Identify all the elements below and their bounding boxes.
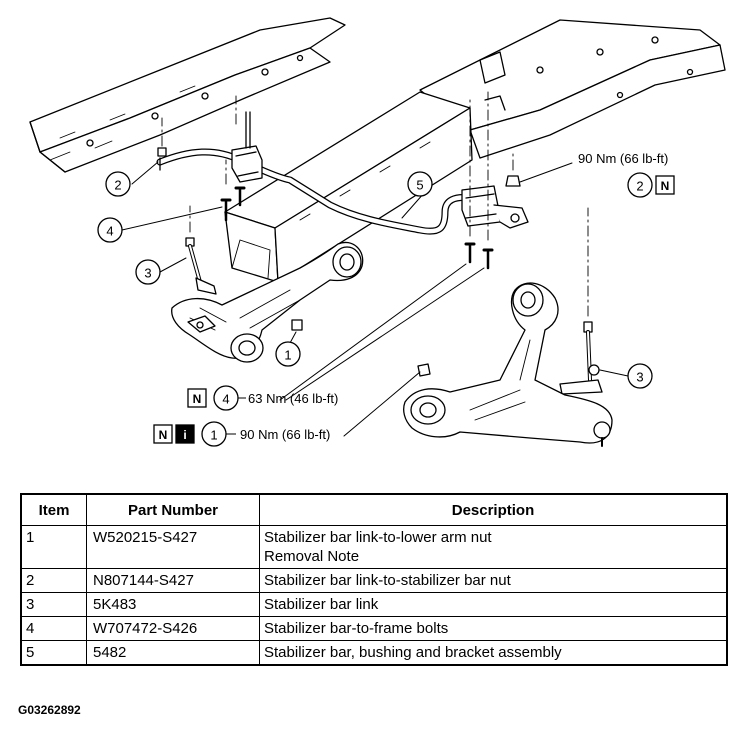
callout-item-5: 5 <box>407 171 433 197</box>
right-bushing-bracket <box>461 185 529 229</box>
nuts <box>157 147 521 377</box>
svg-text:4: 4 <box>222 392 229 407</box>
svg-text:3: 3 <box>144 266 151 281</box>
stabilizer-bar <box>156 148 474 235</box>
figure-id: G03262892 <box>18 703 81 717</box>
center-lines <box>161 91 589 317</box>
row-description: Stabilizer bar-to-frame bolts <box>259 616 728 641</box>
torque-callout-item-2: 90 Nm (66 lb-ft) 2 N <box>578 151 675 198</box>
svg-text:5: 5 <box>416 178 423 193</box>
torque-callout-item-4: N 4 63 Nm (46 lb-ft) <box>187 385 338 411</box>
row-item: 5 <box>20 640 87 666</box>
left-bushing-bracket <box>231 111 263 183</box>
right-stabilizer-link <box>559 321 603 395</box>
leader-lines <box>121 161 629 437</box>
left-frame-rail <box>29 17 346 173</box>
table-row: 4 W707472-S426 Stabilizer bar-to-frame b… <box>20 616 728 641</box>
left-lower-arm <box>171 241 364 363</box>
svg-text:2: 2 <box>636 179 643 194</box>
frame-bolts <box>220 186 494 270</box>
row-part-number: W520215-S427 <box>86 525 260 569</box>
header-item: Item <box>20 493 87 526</box>
row-item: 2 <box>20 568 87 593</box>
table-row: 1 W520215-S427 Stabilizer bar link-to-lo… <box>20 525 728 569</box>
parts-table: Item Part Number Description 1 W520215-S… <box>20 493 728 666</box>
torque-callout-item-1: N i 1 90 Nm (66 lb-ft) <box>153 421 330 447</box>
row-description: Stabilizer bar link <box>259 592 728 617</box>
header-part-number: Part Number <box>86 493 260 526</box>
description-line: Stabilizer bar link-to-lower arm nut <box>264 529 492 546</box>
row-part-number: 5482 <box>86 640 260 666</box>
svg-text:90 Nm (66 lb-ft): 90 Nm (66 lb-ft) <box>240 427 330 442</box>
svg-text:3: 3 <box>636 370 643 385</box>
crossmember <box>224 91 473 283</box>
table-row: 5 5482 Stabilizer bar, bushing and brack… <box>20 640 728 666</box>
table-row: 3 5K483 Stabilizer bar link <box>20 592 728 617</box>
svg-text:90 Nm (66 lb-ft): 90 Nm (66 lb-ft) <box>578 151 668 166</box>
callout-item-2-left: 2 <box>105 171 131 197</box>
right-lower-arm <box>403 282 613 447</box>
row-description: Stabilizer bar, bushing and bracket asse… <box>259 640 728 666</box>
row-part-number: 5K483 <box>86 592 260 617</box>
row-item: 3 <box>20 592 87 617</box>
callout-item-1-left: 1 <box>275 341 301 367</box>
removal-note: Removal Note <box>264 548 360 565</box>
callout-item-3-left: 3 <box>135 259 161 285</box>
svg-text:N: N <box>193 392 202 406</box>
table-row: 2 N807144-S427 Stabilizer bar link-to-st… <box>20 568 728 593</box>
svg-text:2: 2 <box>114 178 121 193</box>
row-item: 1 <box>20 525 87 569</box>
header-description: Description <box>259 493 728 526</box>
svg-text:63 Nm (46 lb-ft): 63 Nm (46 lb-ft) <box>248 391 338 406</box>
svg-text:1: 1 <box>284 348 291 363</box>
svg-text:4: 4 <box>106 224 113 239</box>
exploded-view-diagram: 2 4 3 5 1 3 90 Nm (66 lb-ft) 2 N N 4 63 … <box>29 17 726 447</box>
row-part-number: N807144-S427 <box>86 568 260 593</box>
svg-text:N: N <box>661 179 670 193</box>
left-stabilizer-link <box>185 237 217 295</box>
row-part-number: W707472-S426 <box>86 616 260 641</box>
svg-text:i: i <box>183 428 186 442</box>
callout-item-4-left: 4 <box>97 217 123 243</box>
row-description: Stabilizer bar link-to-lower arm nut Rem… <box>259 525 728 569</box>
svg-text:N: N <box>159 428 168 442</box>
row-item: 4 <box>20 616 87 641</box>
row-description: Stabilizer bar link-to-stabilizer bar nu… <box>259 568 728 593</box>
right-frame-rail <box>419 19 726 159</box>
callout-item-3-right: 3 <box>627 363 653 389</box>
table-header-row: Item Part Number Description <box>20 493 728 526</box>
svg-text:1: 1 <box>210 428 217 443</box>
